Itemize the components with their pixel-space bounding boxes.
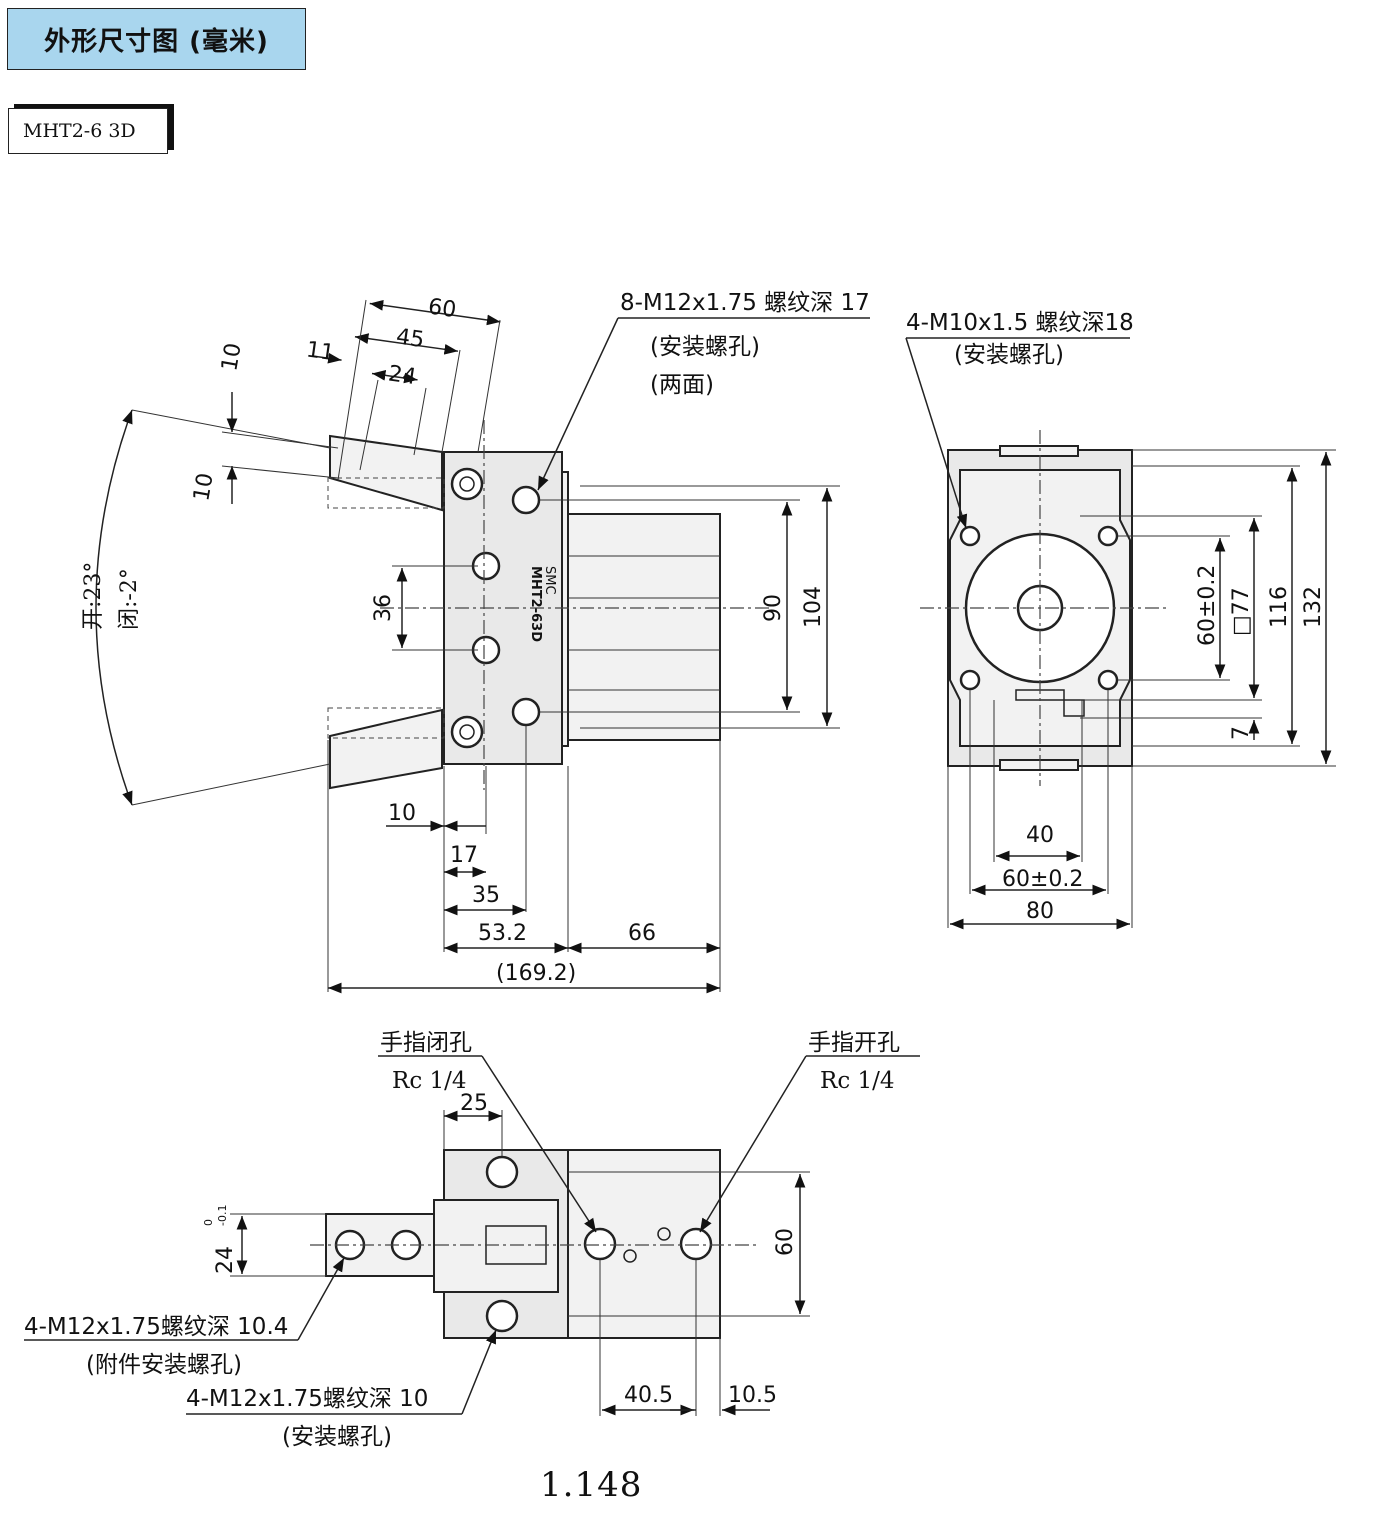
body-label-b: SMC (542, 566, 557, 595)
lower-finger (329, 708, 443, 790)
upper-finger (329, 434, 443, 512)
open-port-line1: 手指开孔 (808, 1030, 900, 1056)
dim-10-b: 10 (189, 471, 218, 503)
dim-10-5: 10.5 (728, 1383, 777, 1408)
dim-132: 132 (1301, 586, 1326, 628)
dim-24-tol-top: 0 (202, 1219, 215, 1226)
side-callout-line2: (安装螺孔) (954, 342, 1064, 368)
page-number: 1.148 (540, 1465, 643, 1505)
close-port-line2: Rc 1/4 (392, 1068, 467, 1094)
dim-53-2: 53.2 (478, 921, 527, 946)
callout-top-line2: (安装螺孔) (650, 334, 760, 360)
dim-60-0-2-horizontal: 60±0.2 (1002, 867, 1083, 892)
dim-60: 60 (427, 294, 458, 323)
dim-10-a: 10 (217, 341, 246, 373)
side-mount-hole (959, 525, 981, 547)
close-port-line1: 手指闭孔 (380, 1030, 472, 1056)
model-box-shadow (14, 104, 174, 150)
finger-close-port (583, 1227, 617, 1261)
dim-45: 45 (395, 324, 426, 353)
dim-77-square: □77 (1229, 587, 1254, 636)
mount-hole (511, 485, 541, 515)
dim-24-tol-bottom: -0.1 (216, 1205, 229, 1226)
side-mount-hole (1097, 525, 1119, 547)
open-port-line2: Rc 1/4 (820, 1068, 895, 1094)
dim-36: 36 (371, 594, 396, 622)
mount-callout-line1: 4-M12x1.75螺纹深 10 (186, 1386, 428, 1412)
side-callout-line1: 4-M10x1.5 螺纹深18 (906, 310, 1134, 336)
side-mount-hole (1097, 669, 1119, 691)
dim-10-c: 10 (388, 801, 416, 826)
side-mount-hole (959, 669, 981, 691)
bottom-mount-hole (485, 1299, 519, 1333)
dim-116: 116 (1267, 586, 1292, 628)
callout-top-line3: (两面) (650, 372, 714, 398)
finger-open-port (679, 1227, 713, 1261)
mount-callout-line2: (安装螺孔) (282, 1424, 392, 1450)
dim-90: 90 (761, 594, 786, 622)
dim-169-2: (169.2) (496, 961, 576, 986)
dim-35: 35 (472, 883, 500, 908)
model-label: MHT2-6 3D (8, 108, 168, 154)
page-title: 外形尺寸图 (毫米) (7, 8, 306, 70)
dim-60-bottom: 60 (773, 1228, 798, 1256)
dim-24: 24 (387, 361, 418, 390)
front-view: MHT2-63D SMC 开:23° 闭:-2° 60 45 11 24 1 (81, 290, 870, 994)
dim-7: 7 (1229, 726, 1254, 740)
dim-80: 80 (1026, 899, 1054, 924)
cylinder-front (567, 513, 721, 741)
angle-close-label: 闭:-2° (117, 568, 142, 630)
side-view: 4-M10x1.5 螺纹深18 (安装螺孔) 60±0.2 □77 116 13… (905, 310, 1336, 930)
dim-104: 104 (801, 586, 826, 628)
dim-24: 24 (213, 1246, 238, 1274)
angle-open-label: 开:23° (81, 562, 106, 630)
dim-66: 66 (628, 921, 656, 946)
body-label-a: MHT2-63D (528, 566, 543, 642)
dim-17: 17 (450, 843, 478, 868)
mount-hole (450, 467, 484, 501)
bottom-mount-hole (485, 1155, 519, 1189)
bottom-view: 25 24 0 -0.1 60 40.5 10.5 手指闭孔 Rc 1/4 手指… (24, 1030, 920, 1450)
attach-callout-line1: 4-M12x1.75螺纹深 10.4 (24, 1314, 288, 1340)
angle-arc (95, 409, 133, 806)
dim-25: 25 (460, 1091, 488, 1116)
attach-callout-line2: (附件安装螺孔) (86, 1352, 242, 1378)
dim-11: 11 (305, 337, 336, 366)
mount-hole (450, 715, 484, 749)
dim-40-5: 40.5 (624, 1383, 673, 1408)
callout-top-line1: 8-M12x1.75 螺纹深 17 (620, 290, 870, 316)
dim-40: 40 (1026, 823, 1054, 848)
mount-hole (511, 697, 541, 727)
dim-60-0-2-vertical: 60±0.2 (1195, 565, 1220, 646)
